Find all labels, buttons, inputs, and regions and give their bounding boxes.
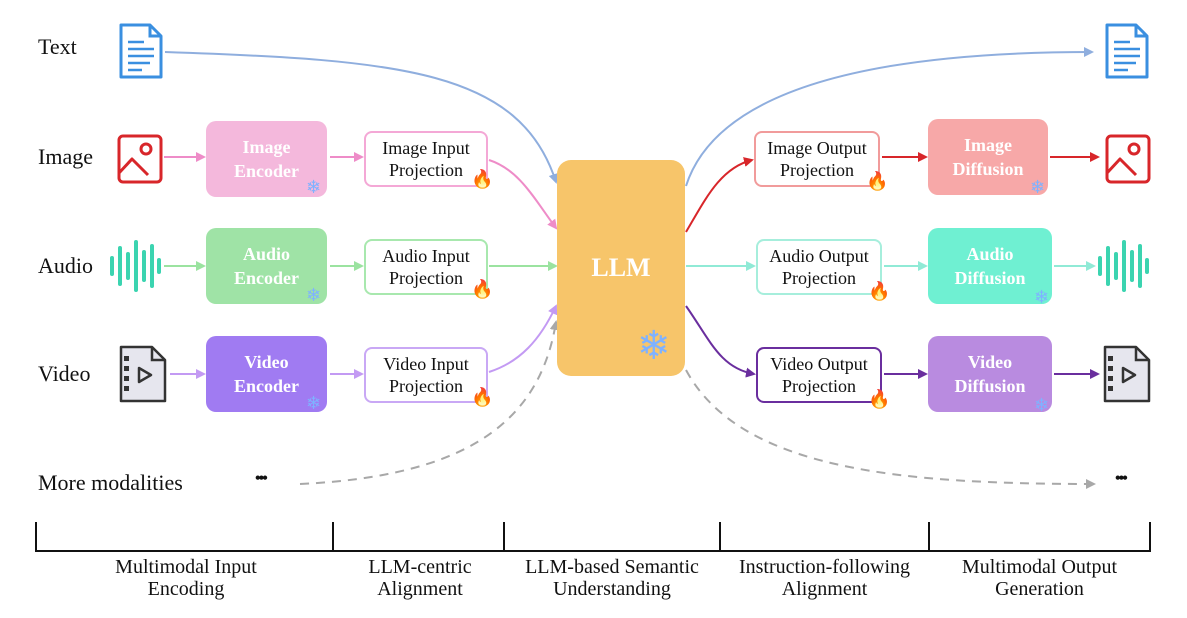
modality-label-video: Video xyxy=(38,361,91,386)
snowflake-icon: ❄ xyxy=(1030,177,1046,197)
stage-bracket xyxy=(35,522,1151,552)
image-input-projection: Image Input Projection xyxy=(364,131,488,187)
image-encoder: Image Encoder xyxy=(206,121,327,197)
fire-icon: 🔥 xyxy=(866,171,889,191)
llm-to-video-output-projection-arrow xyxy=(685,305,756,378)
fire-icon: 🔥 xyxy=(471,387,494,407)
stage-label-input-encoding: Multimodal Input Encoding xyxy=(115,556,257,600)
output-picture-icon xyxy=(1105,134,1151,184)
more-modalities-output-ellipsis: ••• xyxy=(1115,470,1128,487)
stage-label-output-generation: Multimodal Output Generation xyxy=(962,556,1117,600)
snowflake-icon: ❄ xyxy=(306,177,322,197)
image-diffusion: Image Diffusion xyxy=(928,119,1048,195)
fire-icon: 🔥 xyxy=(868,389,891,409)
picture-icon xyxy=(117,134,163,184)
video-file-icon xyxy=(119,345,167,403)
stage-label-semantic-understanding: LLM-based Semantic Understanding xyxy=(525,556,699,600)
audio-diffusion: Audio Diffusion xyxy=(928,228,1052,304)
modality-label-text: Text xyxy=(38,34,77,59)
more-modalities-input-arrow xyxy=(299,320,560,485)
modality-label-image: Image xyxy=(38,144,93,169)
video-projection-to-llm-arrow xyxy=(488,304,558,373)
llm-block: LLM xyxy=(557,160,685,376)
output-video-file-icon xyxy=(1103,345,1151,403)
snowflake-icon: ❄ xyxy=(306,393,322,413)
modality-label-audio: Audio xyxy=(38,253,93,278)
image-output-projection: Image Output Projection xyxy=(754,131,880,187)
output-waveform-icon xyxy=(1098,240,1149,292)
llm-to-image-output-projection-arrow xyxy=(685,157,754,233)
more-modalities-output-arrow xyxy=(685,369,1096,489)
snowflake-icon: ❄ xyxy=(637,323,671,368)
waveform-icon xyxy=(110,240,161,292)
text-output-arrow xyxy=(685,47,1094,187)
audio-encoder: Audio Encoder xyxy=(206,228,327,304)
audio-output-projection: Audio Output Projection xyxy=(756,239,882,295)
video-encoder: Video Encoder xyxy=(206,336,327,412)
output-document-icon xyxy=(1105,23,1149,79)
fire-icon: 🔥 xyxy=(471,279,494,299)
video-output-projection: Video Output Projection xyxy=(756,347,882,403)
fire-icon: 🔥 xyxy=(471,169,494,189)
stage-label-instruction-alignment: Instruction-following Alignment xyxy=(738,556,911,600)
video-diffusion: Video Diffusion xyxy=(928,336,1052,412)
more-modalities-input-ellipsis: ••• xyxy=(255,470,268,487)
stage-label-llm-centric-alignment: LLM-centric Alignment xyxy=(368,556,472,600)
snowflake-icon: ❄ xyxy=(1034,287,1050,307)
image-projection-to-llm-arrow xyxy=(488,159,558,230)
fire-icon: 🔥 xyxy=(868,281,891,301)
snowflake-icon: ❄ xyxy=(1034,395,1050,415)
modality-label-more: More modalities xyxy=(38,470,183,495)
video-input-projection: Video Input Projection xyxy=(364,347,488,403)
document-icon xyxy=(119,23,163,79)
audio-input-projection: Audio Input Projection xyxy=(364,239,488,295)
text-input-arrow xyxy=(164,51,559,184)
snowflake-icon: ❄ xyxy=(306,285,322,305)
